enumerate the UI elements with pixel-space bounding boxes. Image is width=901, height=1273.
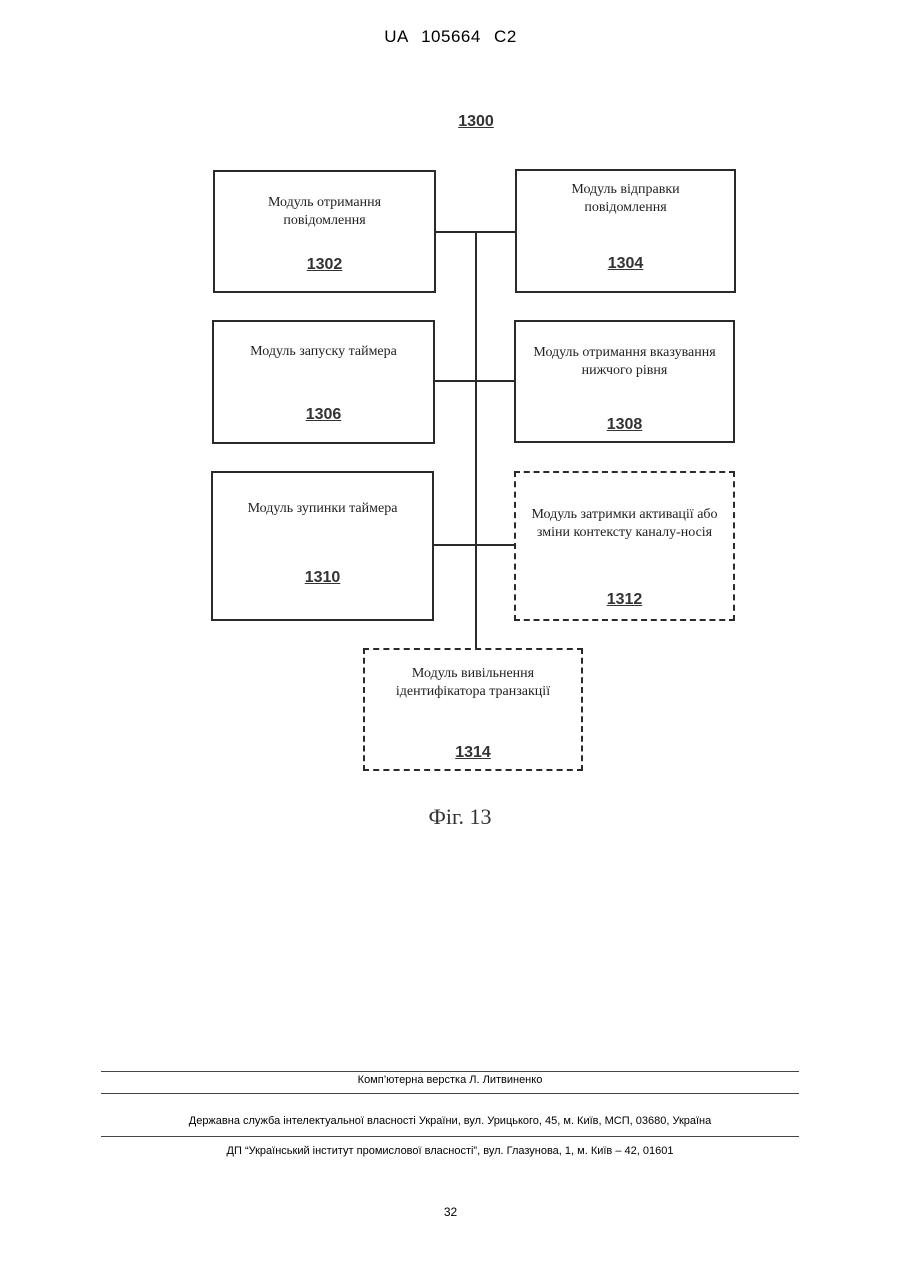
module-ref-1302: 1302 xyxy=(215,256,434,274)
module-ref-1314: 1314 xyxy=(365,744,581,762)
footer-rule-top xyxy=(101,1071,799,1072)
module-ref-1312: 1312 xyxy=(516,591,733,609)
module-ref-1310: 1310 xyxy=(213,569,432,587)
module-ref-1304: 1304 xyxy=(517,255,734,273)
module-box-1310: Модуль зупинки таймера 1310 xyxy=(211,471,434,621)
module-label-1306: Модуль запуску таймера xyxy=(220,343,427,361)
module-label-1304: Модуль відправки повідомлення xyxy=(557,181,694,217)
module-box-1302: Модуль отримання повідомлення 1302 xyxy=(213,170,436,293)
module-box-1314: Модуль вивільнення ідентифікатора транза… xyxy=(363,648,583,771)
module-box-1308: Модуль отримання вказування нижчого рівн… xyxy=(514,320,735,443)
module-label-1312: Модуль затримки активації або зміни конт… xyxy=(526,506,723,542)
footer-rule-bottom xyxy=(101,1136,799,1137)
footer-rule-middle xyxy=(101,1093,799,1094)
module-label-1302: Модуль отримання повідомлення xyxy=(255,194,394,230)
institute-address: ДП “Український інститут промислової вла… xyxy=(101,1145,799,1157)
module-ref-1308: 1308 xyxy=(516,416,733,434)
figure-caption: Фіг. 13 xyxy=(380,804,540,830)
typesetting-credit: Комп’ютерна верстка Л. Литвиненко xyxy=(101,1074,799,1086)
module-label-1310: Модуль зупинки таймера xyxy=(219,500,426,518)
page-number: 32 xyxy=(0,1205,901,1219)
agency-address: Державна служба інтелектуальної власност… xyxy=(101,1115,799,1127)
module-box-1312: Модуль затримки активації або зміни конт… xyxy=(514,471,735,621)
module-label-1314: Модуль вивільнення ідентифікатора транза… xyxy=(385,665,561,701)
module-box-1304: Модуль відправки повідомлення 1304 xyxy=(515,169,736,293)
module-box-1306: Модуль запуску таймера 1306 xyxy=(212,320,435,444)
module-label-1308: Модуль отримання вказування нижчого рівн… xyxy=(522,344,727,380)
module-ref-1306: 1306 xyxy=(214,406,433,424)
